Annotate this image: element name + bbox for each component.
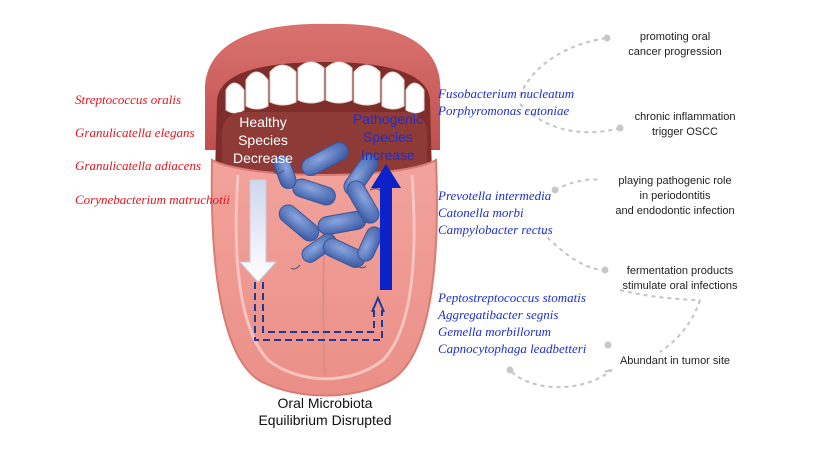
pathogenic-species-item: Aggregatibacter segnis [438,307,559,322]
pathogenic-species-item: Catonella morbi [438,205,524,220]
effect-caption: fermentation products stimulate oral inf… [622,265,738,292]
pathogenic-species-item: Peptostreptococcus stomatis [438,290,586,305]
effect-caption: chronic inflammation trigger OSCC [634,111,736,138]
healthy-species-item: Streptococcus oralis [75,92,182,107]
pathogenic-species-increase-label: Pathogenic Species Increase [352,111,424,163]
effect-connectors [511,37,701,389]
pathogenic-species-item: Capnocytophaga leadbetteri [438,341,587,356]
pathogenic-species-item: Campylobacter rectus [438,222,553,237]
equilibrium-caption: Oral Microbiota Equilibrium Disrupted [258,395,392,428]
bacteria-cluster [273,141,383,268]
pathogenic-species-item: Fusobacterium nucleatum [438,86,575,101]
pathogenic-species-item: Prevotella intermedia [438,188,552,203]
healthy-species-item: Granulicatella adiacens [75,158,202,173]
pathogenic-species-item: Gemella morbillorum [438,324,552,339]
pathogenic-species-item: Porphyromonas catoniae [438,103,570,118]
cycle-dashed-arrow [254,282,383,341]
effect-caption: Abundant in tumor site [619,355,731,367]
healthy-species-item: Corynebacterium matruchotii [75,192,230,207]
healthy-decrease-arrow [238,179,278,283]
healthy-species-item: Granulicatella elegans [75,125,195,140]
teeth [225,61,425,114]
healthy-species-decrease-label: Healthy Species Decrease [233,114,293,166]
pathogenic-increase-arrow [371,164,401,290]
connector-dots [506,34,624,374]
effect-caption: promoting oral cancer progression [628,31,722,58]
effect-caption: playing pathogenic role in periodontitis… [615,175,735,217]
